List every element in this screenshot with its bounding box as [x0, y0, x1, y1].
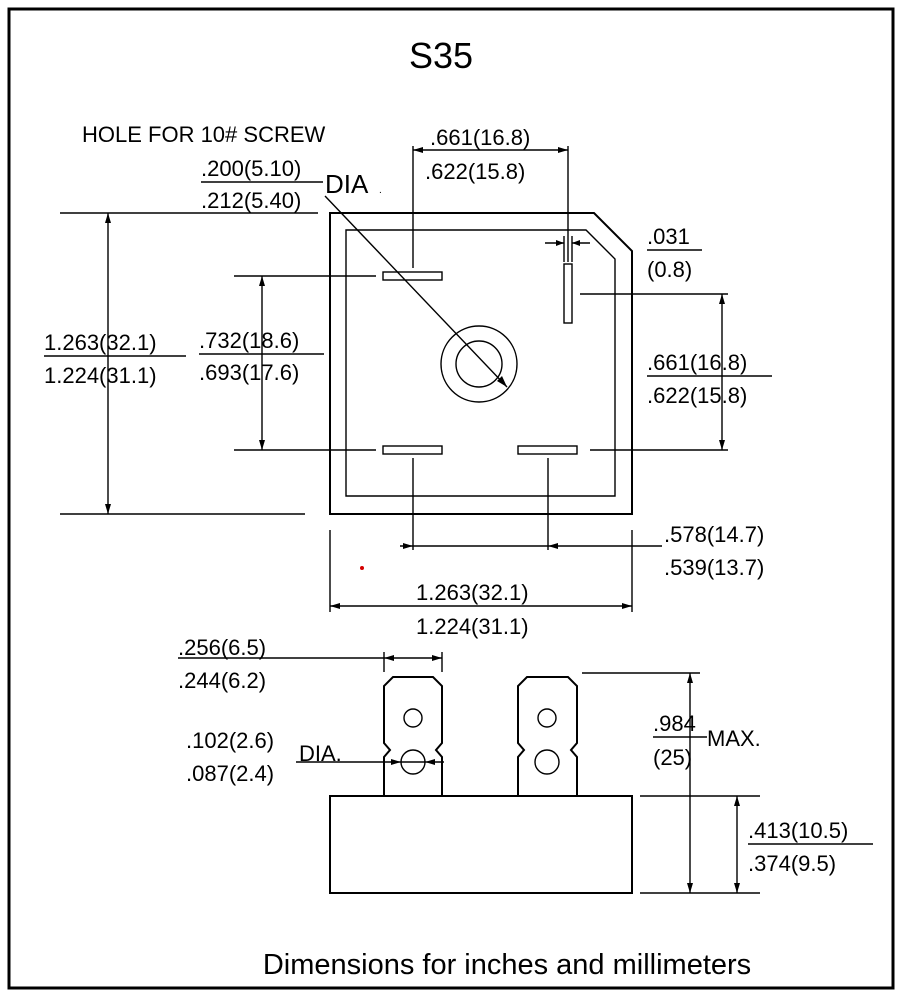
- terminal-bottom-right: [517, 445, 578, 455]
- hole-dia-max-label: .200(5.10): [201, 156, 301, 181]
- body-width-min-label: 1.224(31.1): [416, 614, 529, 639]
- dimension-arrow: [259, 440, 265, 450]
- dimension-arrow: [105, 504, 111, 514]
- drawing-title: S35: [409, 35, 473, 76]
- dimension-arrow: [425, 759, 435, 765]
- terminal-bottom-left: [382, 445, 443, 455]
- drawing-caption: Dimensions for inches and millimeters: [263, 949, 751, 981]
- tab-hole-max-label: .102(2.6): [186, 728, 274, 753]
- top-spacing-min-label: .622(15.8): [425, 159, 525, 184]
- drawing-frame: [7, 7, 895, 990]
- top-view: HOLE FOR 10# SCREW .200(5.10) .212(5.40)…: [44, 122, 772, 639]
- red-dot-mark: [360, 566, 364, 570]
- right-terminal-tab: [517, 676, 578, 796]
- body-height-max-label: 1.263(32.1): [44, 330, 157, 355]
- hole-leader-line: [324, 195, 508, 388]
- right-spacing-max-label: .661(16.8): [647, 350, 747, 375]
- dimension-arrow: [734, 796, 740, 806]
- dimension-arrow: [687, 673, 693, 683]
- dimension-arrow: [622, 603, 632, 609]
- dimension-arrow: [432, 655, 442, 661]
- tab-width-max-label: .256(6.5): [178, 635, 266, 660]
- tab-hole-large: [534, 749, 560, 775]
- hole-dia-min-label: .212(5.40): [201, 188, 301, 213]
- terminal-top-left: [382, 271, 443, 281]
- dimension-arrow: [556, 240, 564, 246]
- side-body: [329, 795, 633, 894]
- package-outline: [329, 212, 633, 515]
- hole-dia-dot: .: [379, 185, 382, 196]
- tab-width-min-label: .244(6.2): [178, 668, 266, 693]
- body-thickness-min-label: .374(9.5): [748, 851, 836, 876]
- dimension-arrow: [548, 543, 558, 549]
- terminal-width-min-label: (0.8): [647, 257, 692, 282]
- package-inner-outline: [345, 229, 616, 497]
- right-spacing-min-label: .622(15.8): [647, 383, 747, 408]
- dimension-arrow: [719, 294, 725, 304]
- dimension-arrow: [719, 440, 725, 450]
- tab-hole-small: [403, 708, 423, 728]
- hole-note: HOLE FOR 10# SCREW: [82, 122, 326, 147]
- left-spacing-max-label: .732(18.6): [199, 328, 299, 353]
- dimension-arrow: [384, 655, 394, 661]
- tab-hole-min-label: .087(2.4): [186, 761, 274, 786]
- mounting-hole-outer: [440, 325, 518, 403]
- bottom-spacing-min-label: .539(13.7): [664, 555, 764, 580]
- tab-hole-suffix: DIA.: [299, 741, 342, 766]
- dimension-arrow: [413, 147, 423, 153]
- mounting-hole-inner: [455, 340, 503, 388]
- overall-height-max-label: .984: [653, 711, 696, 736]
- dimension-arrow: [734, 883, 740, 893]
- dimension-arrow: [105, 213, 111, 223]
- dimension-arrow: [687, 883, 693, 893]
- terminal-right: [563, 263, 573, 324]
- overall-height-min-label: (25): [653, 745, 692, 770]
- body-thickness-max-label: .413(10.5): [748, 818, 848, 843]
- body-height-min-label: 1.224(31.1): [44, 363, 157, 388]
- dimension-arrow: [330, 603, 340, 609]
- dimension-arrow: [572, 240, 580, 246]
- left-spacing-min-label: .693(17.6): [199, 360, 299, 385]
- dimension-arrow: [403, 543, 413, 549]
- terminal-width-max-label: .031: [647, 224, 690, 249]
- dimension-arrow: [558, 147, 568, 153]
- top-spacing-max-label: .661(16.8): [430, 125, 530, 150]
- left-terminal-tab: [383, 676, 443, 796]
- hole-leader-arrow: [497, 376, 507, 387]
- body-width-max-label: 1.263(32.1): [416, 580, 529, 605]
- dimension-arrow: [391, 759, 401, 765]
- tab-hole-small: [537, 708, 557, 728]
- overall-height-suffix: MAX.: [707, 726, 761, 751]
- bottom-spacing-max-label: .578(14.7): [664, 522, 764, 547]
- side-view: .256(6.5) .244(6.2) .102(2.6) .087(2.4) …: [178, 635, 873, 894]
- hole-dia-suffix: DIA: [325, 169, 369, 199]
- dimension-arrow: [259, 276, 265, 286]
